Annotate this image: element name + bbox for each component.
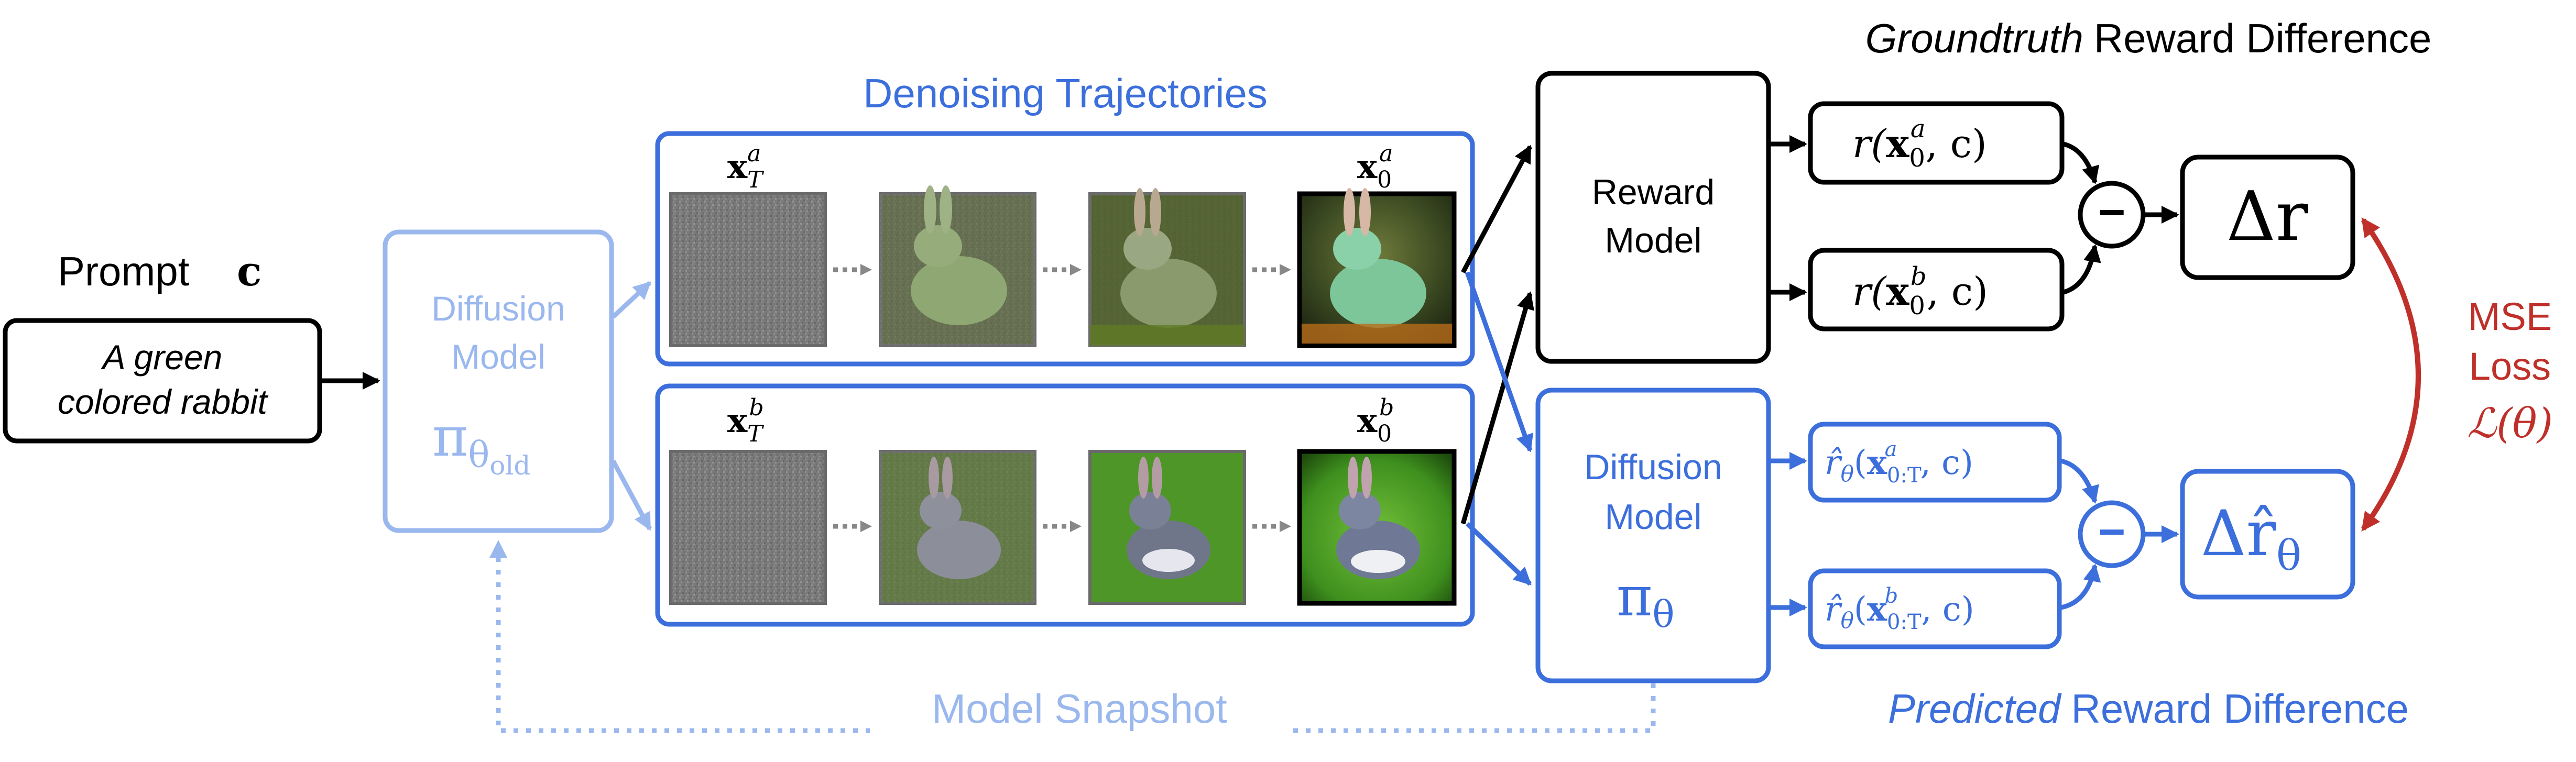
- traj-b-final-image: [1297, 449, 1457, 606]
- reward-model-box[interactable]: [1535, 71, 1771, 364]
- mse-loss-symbol: ℒ(θ): [2467, 400, 2553, 447]
- pred-reward-b: r̂θ(x0:Tb, c): [1808, 568, 2062, 649]
- arrow-rb-to-minus: [2062, 244, 2101, 295]
- old-model-label-line2: Model: [451, 337, 545, 376]
- old-model-symbol: πθold: [432, 405, 530, 481]
- old-diffusion-model: Diffusion Model πθold: [383, 229, 614, 533]
- delta-r-hat-text: Δr̂θ: [2201, 498, 2301, 580]
- arrow-traj-b-to-policy: [1465, 522, 1532, 586]
- prompt-box[interactable]: [3, 318, 322, 444]
- traj-b-step3-image: [1088, 450, 1246, 605]
- arrow-pb-to-minus: [2060, 564, 2101, 610]
- arrow-pa-to-minus: [2060, 458, 2099, 504]
- old-model-box[interactable]: [383, 229, 614, 533]
- policy-model-box[interactable]: [1535, 388, 1771, 683]
- trajectory-a: xTa x0a: [655, 131, 1475, 367]
- reward-model: Reward Model: [1535, 71, 1771, 364]
- traj-a-start-label: xTa: [727, 140, 765, 193]
- model-snapshot-loop: [489, 540, 1656, 733]
- reward-a-text: r(x0a, c): [1852, 114, 1987, 173]
- policy-model-label-line1: Diffusion: [1584, 447, 1722, 487]
- arrow-old-model-to-traj-a: [611, 281, 652, 319]
- prompt-section: Prompt c A green colored rabbit: [3, 248, 322, 444]
- pred-reward-b-text: r̂θ(x0:Tb, c): [1825, 584, 1974, 634]
- prompt-text-line2: colored rabbit: [58, 382, 269, 421]
- reward-b-box[interactable]: [1808, 248, 2065, 332]
- pred-reward-a-text: r̂θ(x0:Ta, c): [1825, 437, 1973, 488]
- pred-reward-b-box[interactable]: [1808, 568, 2062, 649]
- reward-model-label-line2: Model: [1604, 220, 1701, 260]
- arrow-traj-b-to-reward-model: [1460, 291, 1534, 525]
- traj-a-final-image: [1297, 188, 1457, 348]
- policy-diffusion-model: Diffusion Model πθ: [1535, 388, 1771, 683]
- reward-b-text: r(x0b, c): [1852, 262, 1988, 321]
- delta-r-box[interactable]: [2180, 154, 2355, 280]
- traj-b-step2-image: [879, 450, 1036, 605]
- prompt-heading: Prompt: [58, 248, 190, 294]
- model-snapshot-label: Model Snapshot: [932, 686, 1227, 732]
- arrow-traj-a-to-policy: [1465, 271, 1534, 452]
- arrow-traj-a-to-reward-model: [1461, 145, 1532, 274]
- minus-operator-groundtruth: −: [2078, 181, 2146, 249]
- minus-symbol-pred: −: [2098, 506, 2126, 558]
- pred-reward-a-box[interactable]: [1808, 422, 2062, 503]
- pred-reward-a: r̂θ(x0:Ta, c): [1808, 422, 2062, 503]
- traj-b-start-label: xTb: [727, 394, 765, 447]
- mse-loss-line2: Loss: [2469, 345, 2551, 388]
- prompt-text-line1: A green: [101, 338, 223, 377]
- traj-b-end-label: x0b: [1357, 394, 1394, 447]
- traj-b-noise-image: [669, 450, 827, 605]
- minus-symbol-gt: −: [2098, 186, 2126, 239]
- policy-model-symbol: πθ: [1617, 565, 1675, 636]
- minus-operator-predicted: −: [2078, 500, 2146, 568]
- reward-a: r(x0a, c): [1808, 101, 2065, 185]
- trajectory-b: xTb x0b: [655, 383, 1475, 627]
- old-model-label-line1: Diffusion: [431, 289, 565, 328]
- mse-loss-arrow: [2361, 217, 2421, 532]
- prompt-symbol: c: [237, 248, 262, 295]
- traj-a-noise-image: [669, 192, 827, 347]
- mse-loss-line1: MSE: [2468, 295, 2552, 338]
- trajectories-title: Denoising Trajectories: [863, 70, 1268, 116]
- reward-b: r(x0b, c): [1808, 248, 2065, 332]
- snapshot-label-bg: [870, 681, 1289, 738]
- delta-r: Δr: [2180, 154, 2355, 280]
- reward-a-box[interactable]: [1808, 101, 2065, 185]
- delta-r-hat-box[interactable]: [2180, 469, 2355, 600]
- delta-r-hat: Δr̂θ: [2180, 469, 2355, 600]
- trajectory-b-box[interactable]: [655, 383, 1475, 627]
- arrow-ra-to-minus: [2062, 141, 2100, 184]
- traj-a-step2-image: [879, 185, 1036, 347]
- trajectory-a-box[interactable]: [655, 131, 1475, 367]
- traj-a-step3-image: [1088, 188, 1246, 347]
- delta-r-text: Δr: [2226, 176, 2309, 256]
- arrow-old-model-to-traj-b: [611, 459, 652, 531]
- traj-a-end-label: x0a: [1357, 140, 1393, 193]
- policy-model-label-line2: Model: [1604, 497, 1701, 537]
- reward-model-label-line1: Reward: [1592, 172, 1715, 212]
